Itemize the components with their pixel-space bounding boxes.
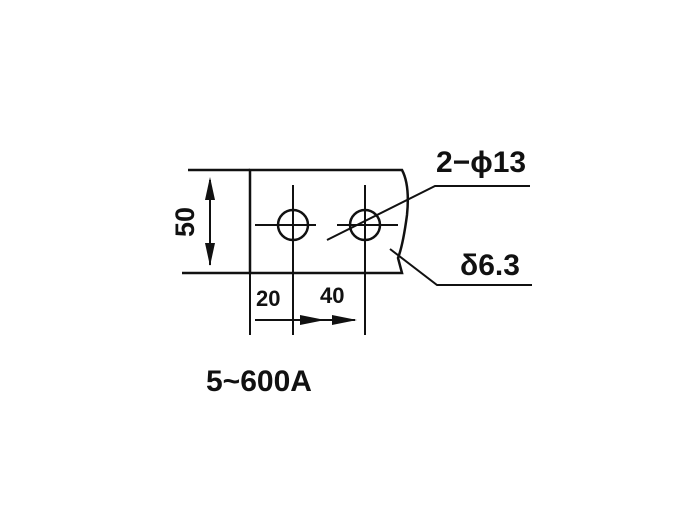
current-range-label: 5~600A — [206, 365, 312, 398]
height-dimension-arrow — [205, 177, 215, 266]
height-dimension-label: 50 — [170, 207, 200, 237]
terminal-plate — [248, 168, 410, 275]
hole-callout-leader — [326, 185, 530, 241]
thickness-callout-leader — [389, 248, 532, 286]
mounting-hole-right — [337, 185, 398, 335]
thickness-callout-text: δ6.3 — [460, 249, 520, 282]
width-dimension-arrow — [255, 315, 357, 325]
mounting-hole-left — [255, 185, 316, 335]
dimension-label-40: 40 — [320, 283, 344, 308]
hole-callout-text: 2−ϕ13 — [436, 146, 526, 179]
dimension-label-20: 20 — [256, 286, 280, 311]
